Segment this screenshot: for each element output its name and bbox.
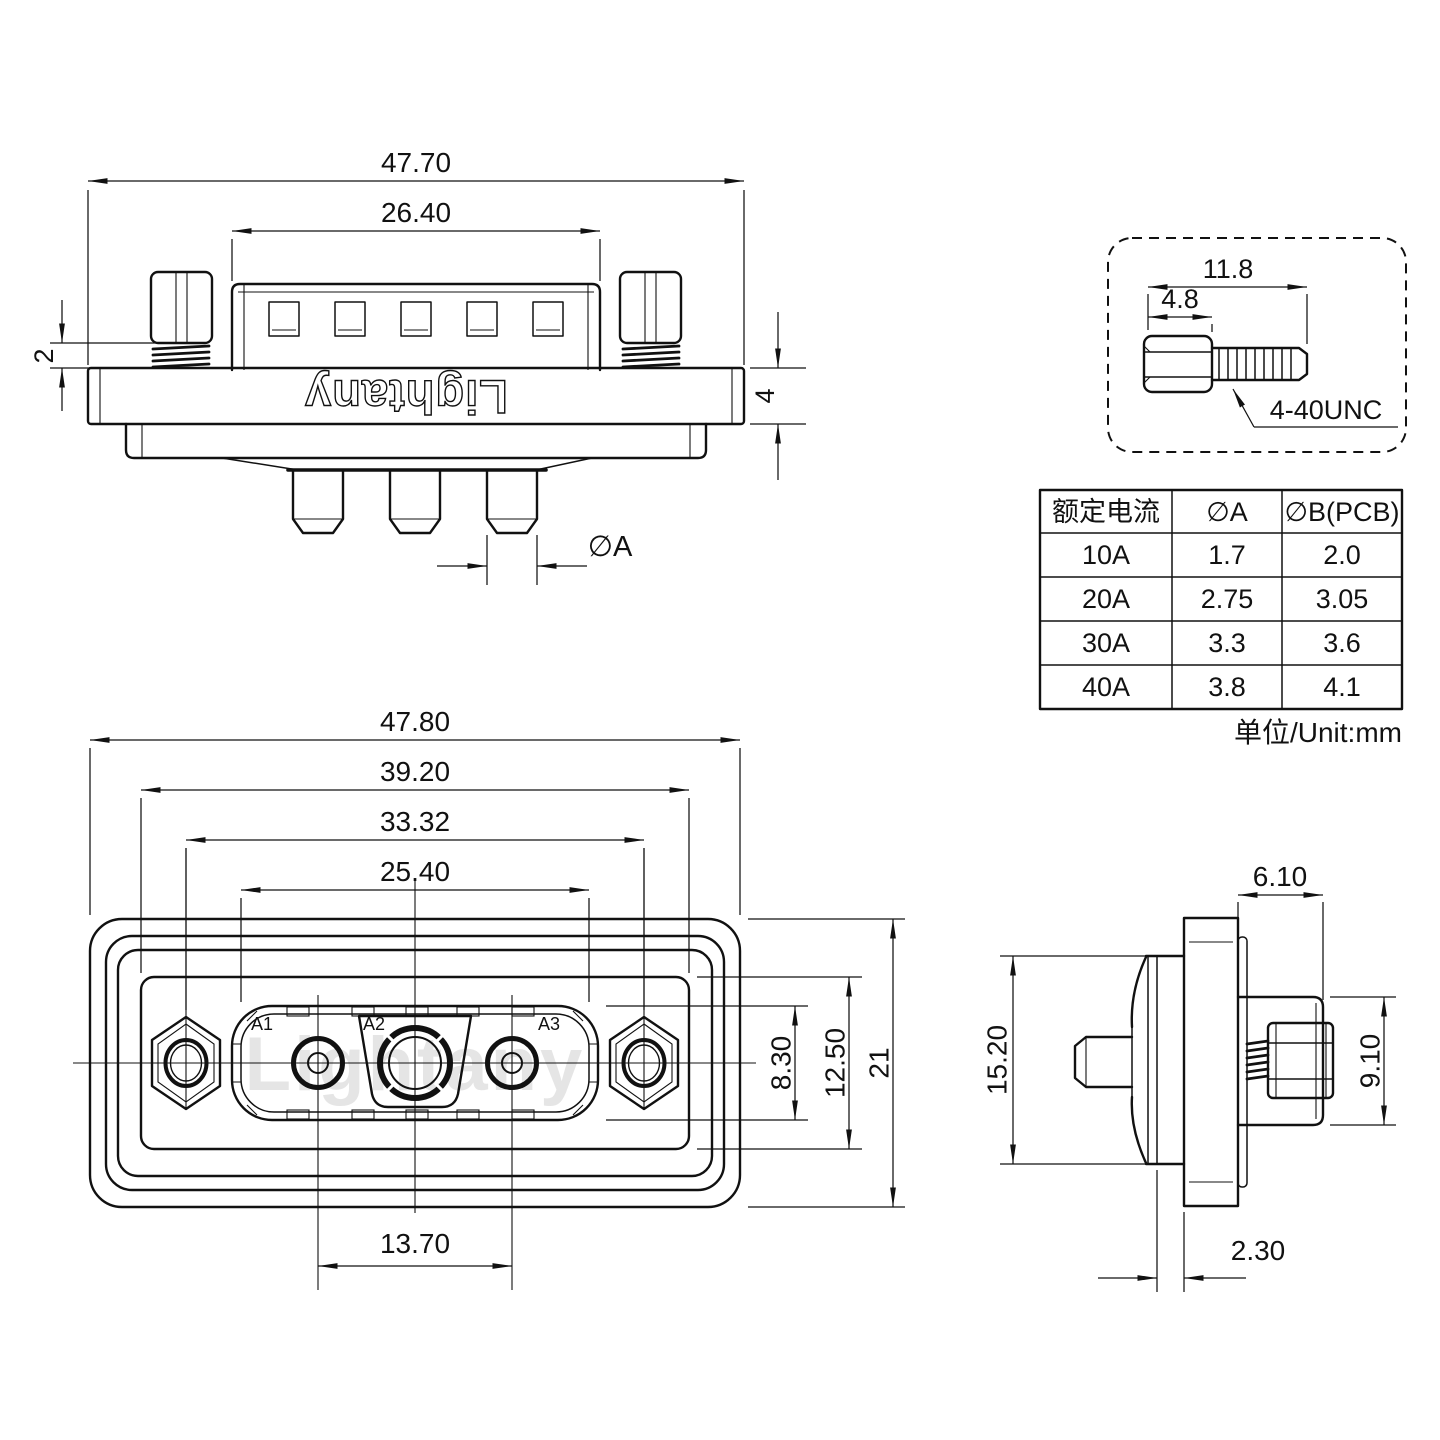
svg-text:13.70: 13.70 <box>380 1228 450 1259</box>
svg-text:33.32: 33.32 <box>380 806 450 837</box>
dim-disc-thickness: 2.30 <box>1098 1170 1285 1292</box>
svg-text:10A: 10A <box>1082 540 1130 570</box>
svg-text:40A: 40A <box>1082 672 1130 702</box>
svg-text:4-40UNC: 4-40UNC <box>1270 395 1383 425</box>
svg-text:3.6: 3.6 <box>1323 628 1361 658</box>
dim-shell-height: 8.30 <box>606 1005 808 1121</box>
side-jackscrew-nut <box>1266 1021 1335 1100</box>
outer-housing-frame <box>88 917 742 1209</box>
svg-text:4: 4 <box>750 388 780 403</box>
side-flange <box>1182 916 1248 1208</box>
power-contact-keystone <box>357 1014 473 1109</box>
thread-lines <box>1218 348 1292 380</box>
table-row: 30A 3.3 3.6 <box>1082 628 1361 658</box>
svg-text:21: 21 <box>864 1047 895 1078</box>
d-shell-outer <box>230 1004 600 1122</box>
dim-screw-total-length: 11.8 <box>1147 254 1308 344</box>
detail-callout-box <box>1107 237 1407 453</box>
dim-front-overall-width: 47.80 <box>89 706 741 915</box>
dim-front-overall-height: 21 <box>748 918 905 1208</box>
svg-text:8.30: 8.30 <box>766 1036 797 1091</box>
dim-top-overall-width: 47.70 <box>87 147 745 365</box>
contact-label-a2: A2 <box>363 1014 385 1034</box>
svg-text:47.80: 47.80 <box>380 706 450 737</box>
svg-text:26.40: 26.40 <box>381 197 451 228</box>
screw-head <box>1142 334 1214 394</box>
svg-text:1.7: 1.7 <box>1208 540 1246 570</box>
table-row: 40A 3.8 4.1 <box>1082 672 1361 702</box>
svg-text:11.8: 11.8 <box>1203 254 1254 284</box>
rear-step <box>124 422 708 460</box>
contact-label-a1: A1 <box>251 1014 273 1034</box>
contact-label-a3: A3 <box>538 1014 560 1034</box>
insert-windows <box>268 301 564 337</box>
panel-frame <box>139 975 691 1151</box>
svg-text:∅A: ∅A <box>588 531 633 563</box>
svg-text:30A: 30A <box>1082 628 1130 658</box>
side-boot <box>1130 954 1186 1166</box>
svg-text:47.70: 47.70 <box>381 147 451 178</box>
right-hex-nut <box>608 1015 680 1111</box>
table-header-dia-a: ∅A <box>1206 497 1248 527</box>
table-header-dia-b: ∅B(PCB) <box>1284 497 1399 527</box>
table-row: 20A 2.75 3.05 <box>1082 584 1368 614</box>
contact-a2 <box>377 1025 453 1101</box>
svg-text:3.8: 3.8 <box>1208 672 1246 702</box>
left-hex-nut <box>150 1015 222 1111</box>
top-view: Lightany 47.70 26.40 <box>29 147 806 585</box>
svg-text:2.30: 2.30 <box>1231 1235 1286 1266</box>
svg-text:4.1: 4.1 <box>1323 672 1361 702</box>
dim-standoff-gap: 2 <box>29 300 165 411</box>
svg-text:2: 2 <box>29 348 59 363</box>
side-view: 6.10 15.20 9.10 2.30 <box>982 861 1396 1292</box>
screw-shaft <box>1210 346 1309 382</box>
svg-text:25.40: 25.40 <box>380 856 450 887</box>
table-header-current: 额定电流 <box>1052 497 1160 527</box>
svg-text:12.50: 12.50 <box>820 1028 851 1098</box>
d-shell-inner <box>240 1013 590 1113</box>
dim-shell-width: 25.40 <box>240 856 590 1002</box>
svg-text:2.75: 2.75 <box>1201 584 1254 614</box>
svg-text:9.10: 9.10 <box>1355 1034 1386 1089</box>
side-thread-coil <box>1245 1039 1270 1081</box>
current-rating-table: 额定电流 ∅A ∅B(PCB) 10A 1.7 2.0 20A 2.75 3.0… <box>1038 488 1404 748</box>
svg-text:3.05: 3.05 <box>1316 584 1369 614</box>
svg-text:2.0: 2.0 <box>1323 540 1361 570</box>
table-row: 10A 1.7 2.0 <box>1082 540 1361 570</box>
mounting-flange <box>86 366 746 426</box>
dim-panel-height: 12.50 <box>697 976 862 1150</box>
dim-flange-thickness: 4 <box>750 312 806 480</box>
screw-detail-view: 11.8 4.8 4-40UNC <box>1107 237 1407 453</box>
dim-boot-height: 15.20 <box>982 955 1146 1165</box>
left-jackscrew <box>149 270 214 369</box>
brand-logo-text: Lightany <box>304 371 508 424</box>
svg-text:3.3: 3.3 <box>1208 628 1246 658</box>
dim-side-shell-height: 9.10 <box>1330 996 1396 1126</box>
side-pin <box>1073 1026 1134 1098</box>
svg-text:4.8: 4.8 <box>1161 284 1199 314</box>
shell-notches <box>286 1006 535 1120</box>
dim-screw-spacing: 33.32 <box>185 806 645 1010</box>
dim-screw-head-length: 4.8 <box>1148 284 1213 332</box>
front-view: Lightany <box>73 706 905 1290</box>
unit-note: 单位/Unit:mm <box>1234 717 1402 748</box>
dim-contact-spacing: 13.70 <box>318 1228 512 1269</box>
svg-text:20A: 20A <box>1082 584 1130 614</box>
dim-panel-width: 39.20 <box>140 756 690 973</box>
svg-text:6.10: 6.10 <box>1253 861 1308 892</box>
dim-pin-diameter: ∅A <box>437 531 633 585</box>
dim-body-depth: 6.10 <box>1237 861 1324 1000</box>
svg-text:15.20: 15.20 <box>982 1025 1013 1095</box>
thread-spec-callout: 4-40UNC <box>1232 388 1398 428</box>
svg-text:39.20: 39.20 <box>380 756 450 787</box>
solder-pins <box>291 468 539 535</box>
dim-insert-width: 26.40 <box>231 197 601 281</box>
contact-a1 <box>291 1036 345 1090</box>
contact-a3 <box>485 1036 539 1090</box>
right-jackscrew <box>618 270 683 369</box>
